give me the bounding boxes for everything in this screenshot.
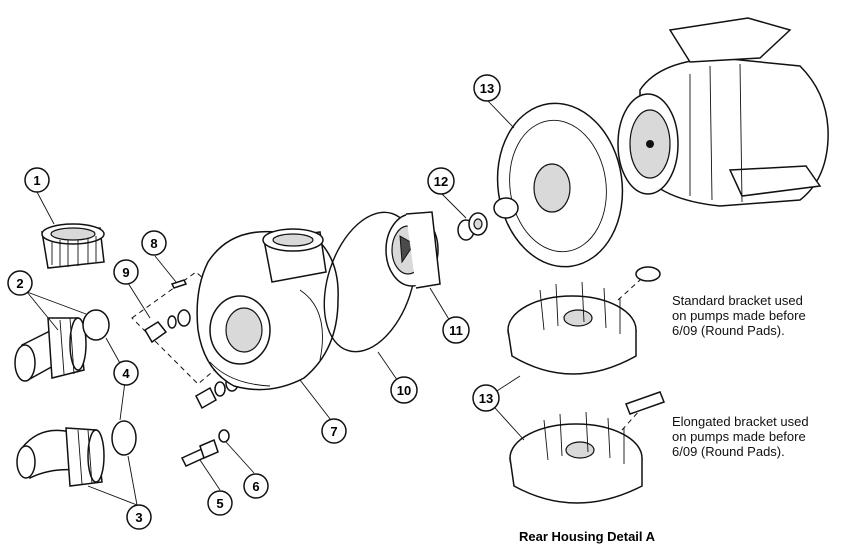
- callout-8: 8: [141, 230, 167, 256]
- callout-13-bracket: 13: [472, 384, 500, 412]
- housing-gasket-part: [323, 211, 417, 353]
- callout-1-number: 1: [33, 173, 40, 188]
- callout-11: 11: [442, 316, 470, 344]
- elongated-bracket-note: Elongated bracket used on pumps made bef…: [672, 414, 809, 459]
- callout-13-seal-plate: 13: [473, 74, 501, 102]
- callout-12: 12: [427, 167, 455, 195]
- callout-5: 5: [207, 490, 233, 516]
- shaft-seal-part: [457, 212, 488, 241]
- pump-volute-part: [196, 228, 339, 391]
- pump-motor-part: [617, 17, 829, 207]
- standard-bracket-detail: [507, 266, 661, 375]
- callout-5-number: 5: [216, 496, 223, 511]
- callout-10: 10: [390, 376, 418, 404]
- barb-fitting-part: [180, 438, 219, 467]
- elongated-bracket-detail: [509, 391, 665, 504]
- callout-6: 6: [243, 473, 269, 499]
- screw-part: [170, 279, 188, 289]
- seal-plate-part: [493, 102, 624, 268]
- callout-7: 7: [321, 418, 347, 444]
- callout-13-number: 13: [480, 81, 494, 96]
- straight-union-fitting-part: [14, 317, 87, 382]
- callout-13-bracket-number: 13: [479, 391, 493, 406]
- standard-bracket-note: Standard bracket used on pumps made befo…: [672, 293, 806, 338]
- callout-4-number: 4: [122, 366, 130, 381]
- small-o-ring-part: [218, 429, 230, 443]
- union-nut-part: [41, 223, 105, 269]
- callout-11-number: 11: [449, 323, 463, 338]
- callout-12-number: 12: [434, 174, 448, 189]
- callout-2-number: 2: [16, 276, 23, 291]
- callout-7-number: 7: [330, 424, 337, 439]
- callout-2: 2: [7, 270, 33, 296]
- callout-6-number: 6: [252, 479, 259, 494]
- callout-8-number: 8: [150, 236, 157, 251]
- callout-3-number: 3: [135, 510, 142, 525]
- callout-9-number: 9: [122, 265, 129, 280]
- elbow-union-fitting-part: [16, 427, 105, 487]
- detail-caption: Rear Housing Detail A: [519, 529, 656, 544]
- callout-3: 3: [126, 504, 152, 530]
- callout-4: 4: [113, 360, 139, 386]
- o-ring-lower-part: [111, 420, 137, 456]
- o-ring-part: [82, 309, 110, 341]
- leader-lines: [26, 99, 525, 506]
- callout-1: 1: [24, 167, 50, 193]
- callout-10-number: 10: [397, 383, 411, 398]
- callout-9: 9: [113, 259, 139, 285]
- impeller-part: [385, 211, 441, 289]
